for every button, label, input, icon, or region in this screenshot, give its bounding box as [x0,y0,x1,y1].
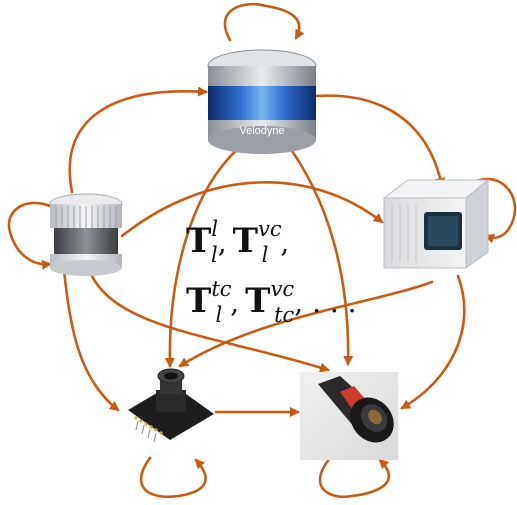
term-t-tc-l-sub: l [216,303,223,327]
edge-hesai-to-hesai [7,201,52,270]
edge-hesai-to-cam_board [62,268,120,412]
term-t-l-l-base: T [186,221,211,261]
term-t-tc-l-base: T [186,281,211,321]
term-t-vc-l-sep: , [280,226,289,259]
livox-lidar-icon [382,178,490,269]
board-camera-icon [128,368,214,443]
edge-cam_lens-to-cam_lens [318,456,391,499]
edge-cam_board-to-cam_board [139,456,207,499]
term-t-vc-l-sub: l [262,243,269,267]
term-t-l-l-sub: l [211,243,218,267]
edge-livox-to-cam_lens [400,274,466,410]
hesai-lidar-icon [49,193,123,276]
edges-layer [7,2,517,499]
edge-velodyne-to-livox [314,94,446,188]
term-t-vc-tc-sub: tc [274,303,294,327]
term-t-l-l-sup: l [211,217,218,241]
edge-velodyne-to-cam_lens [282,138,354,366]
term-t-vc-tc-sup: vc [270,277,294,301]
term-t-vc-l-base: T [233,221,258,261]
velodyne-lidar-icon: Velodyne [207,49,317,154]
edge-hesai-to-livox [120,181,384,238]
term-t-tc-l-sup: tc [211,277,231,301]
term-t-tc-l-sep: , [230,286,239,319]
velodyne-brand-label: Velodyne [239,125,284,137]
edge-livox-to-livox [464,177,517,244]
edge-hesai-to-velodyne [68,86,208,194]
term-t-vc-tc-base: T [245,281,270,321]
lens-camera-icon [300,372,398,460]
edge-livox-to-cam_board [178,280,434,368]
term-t-vc-tc-sep: , . . . [294,286,356,319]
term-t-l-l-sep: , [218,226,227,259]
edge-velodyne-to-velodyne [223,2,305,42]
term-t-vc-l-sup: vc [258,217,282,241]
edge-hesai-to-cam_lens [90,274,330,373]
edge-velodyne-to-cam_board [164,140,248,368]
